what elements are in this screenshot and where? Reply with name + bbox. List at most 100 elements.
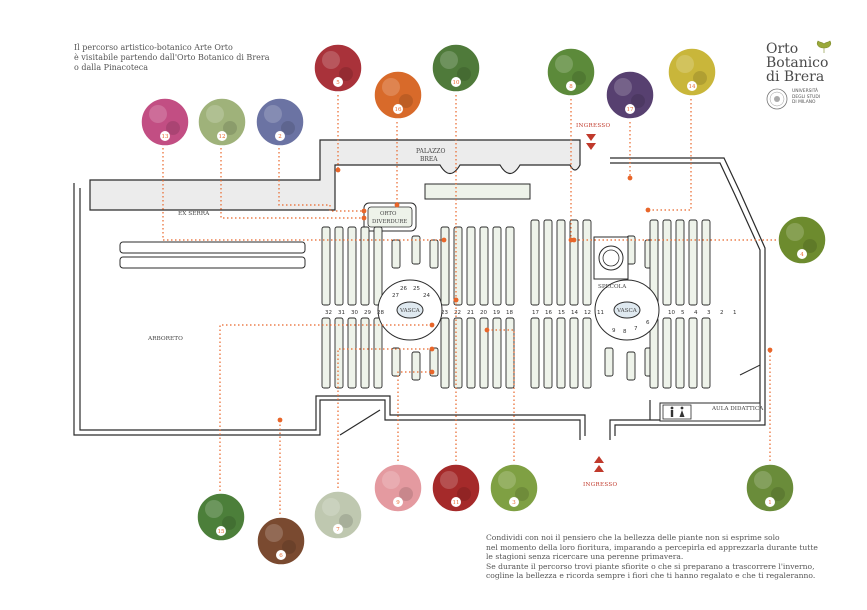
flower-bed-strip — [334, 317, 344, 389]
restroom-icon — [670, 406, 685, 417]
ingresso-label-bottom: INGRESSO — [583, 482, 618, 488]
plant-circle-17[interactable]: 17 — [605, 70, 655, 120]
vasca-label: VASCA — [616, 308, 638, 314]
leader-dots — [277, 167, 773, 423]
leader-endpoint-dot — [453, 297, 459, 303]
plant-circle-12[interactable]: 12 — [197, 97, 247, 147]
bed-number: 15 — [558, 310, 565, 316]
plant-photo — [313, 490, 363, 540]
bed-number: 1 — [733, 310, 737, 316]
flower-bed-strip — [492, 317, 502, 389]
plant-circle-7[interactable]: 7 — [313, 490, 363, 540]
plant-photo-shadow — [803, 239, 817, 253]
plant-circle-3[interactable]: 3 — [489, 463, 539, 513]
plant-number-badge — [625, 104, 635, 114]
plant-number: 14 — [689, 84, 696, 90]
restroom-box — [662, 404, 692, 420]
plant-photo — [140, 97, 190, 147]
flower-bed-strip — [543, 317, 553, 389]
bed-number: 31 — [338, 310, 345, 316]
flower-bed-strip — [429, 239, 439, 269]
plant-number: 9 — [396, 500, 400, 506]
bed-number: 2 — [720, 310, 724, 316]
plant-number-badge — [797, 249, 807, 259]
footer-line: Condividi con noi il pensiero che la bel… — [486, 533, 780, 542]
plant-number-badge — [451, 497, 461, 507]
plant-circle-13[interactable]: 13 — [140, 97, 190, 147]
leader-line — [220, 144, 364, 219]
plant-photo — [605, 70, 655, 120]
plant-photo-shadow — [631, 94, 645, 108]
bed-number: 23 — [441, 310, 448, 316]
plant-number: 4 — [800, 252, 804, 258]
flower-bed-strip — [440, 226, 450, 306]
plant-photo-highlight — [382, 471, 400, 489]
plant-number-badge — [765, 497, 775, 507]
flower-bed-strip — [569, 317, 579, 389]
plant-photo — [431, 463, 481, 513]
arboreto-label: ARBORETO — [147, 336, 183, 342]
footer-line: Se durante il percorso trovi piante sfio… — [486, 561, 815, 571]
plant-photo — [489, 463, 539, 513]
university-seal-icon — [766, 88, 788, 110]
plant-circle-5[interactable]: 5 — [313, 43, 363, 93]
specola-dome-inner — [602, 249, 620, 267]
vasca-left — [396, 301, 424, 319]
bed-number: 4 — [694, 310, 698, 316]
flower-bed-strip — [543, 219, 553, 306]
footer-text: Condividi con noi il pensiero che la bel… — [486, 533, 826, 581]
plant-number-badge — [275, 131, 285, 141]
plant-circle-14[interactable]: 14 — [667, 47, 717, 97]
flower-bed-strip — [347, 226, 357, 306]
flower-bed-strip — [688, 317, 698, 389]
plant-circle-15[interactable]: 15 — [196, 492, 246, 542]
leader-endpoint-dot — [441, 237, 447, 243]
plant-photo-shadow — [515, 487, 529, 501]
plant-photo-highlight — [265, 524, 283, 542]
leader-line — [397, 371, 432, 465]
plant-circle-1[interactable]: 1 — [745, 463, 795, 513]
plant-photo — [667, 47, 717, 97]
bed-number: 19 — [493, 310, 500, 316]
leader-endpoint-dot — [767, 347, 773, 353]
plant-photo — [546, 47, 596, 97]
plant-photo-highlight — [206, 105, 224, 123]
bed-number: 20 — [480, 310, 487, 316]
flower-bed-strip — [479, 317, 489, 389]
bed-number: 16 — [545, 310, 552, 316]
plant-photo-highlight — [440, 51, 458, 69]
flower-bed-strip — [321, 226, 331, 306]
logo-title-line: Botanico — [766, 55, 829, 71]
plant-photo-highlight — [322, 498, 340, 516]
plant-photo-highlight — [264, 105, 282, 123]
flower-bed-strip — [505, 226, 515, 306]
bed-number: 25 — [413, 286, 420, 292]
plant-photo-shadow — [223, 121, 237, 135]
plant-circle-10[interactable]: 10 — [431, 43, 481, 93]
plant-photo — [197, 97, 247, 147]
plant-circle-11[interactable]: 11 — [431, 463, 481, 513]
plant-circle-16[interactable]: 16 — [373, 70, 423, 120]
logo-title-line: Orto — [766, 41, 799, 57]
leader-endpoint-dot — [627, 175, 633, 181]
university-name-line: DI MILANO — [792, 100, 816, 105]
bed-number: 7 — [634, 326, 638, 332]
plant-number: 11 — [453, 500, 460, 506]
plant-photo-highlight — [205, 500, 223, 518]
plant-circle-2[interactable]: 2 — [255, 97, 305, 147]
leader-endpoint-dot — [484, 327, 490, 333]
ginkgo-leaf-icon — [816, 40, 832, 53]
palazzo-brera-building — [89, 139, 581, 211]
flower-bed-strip — [334, 226, 344, 306]
plant-circle-4[interactable]: 4 — [777, 215, 827, 265]
plant-circle-8[interactable]: 8 — [546, 47, 596, 97]
vasca-label: VASCA — [399, 308, 421, 314]
plant-circle-6[interactable]: 6 — [256, 516, 306, 566]
bed-number: 32 — [325, 310, 332, 316]
plant-circle-9[interactable]: 9 — [373, 463, 423, 513]
plant-number-badge — [566, 81, 576, 91]
bed-number: 11 — [597, 310, 604, 316]
bed-number: 27 — [392, 293, 399, 299]
bed-number: 8 — [623, 329, 627, 335]
